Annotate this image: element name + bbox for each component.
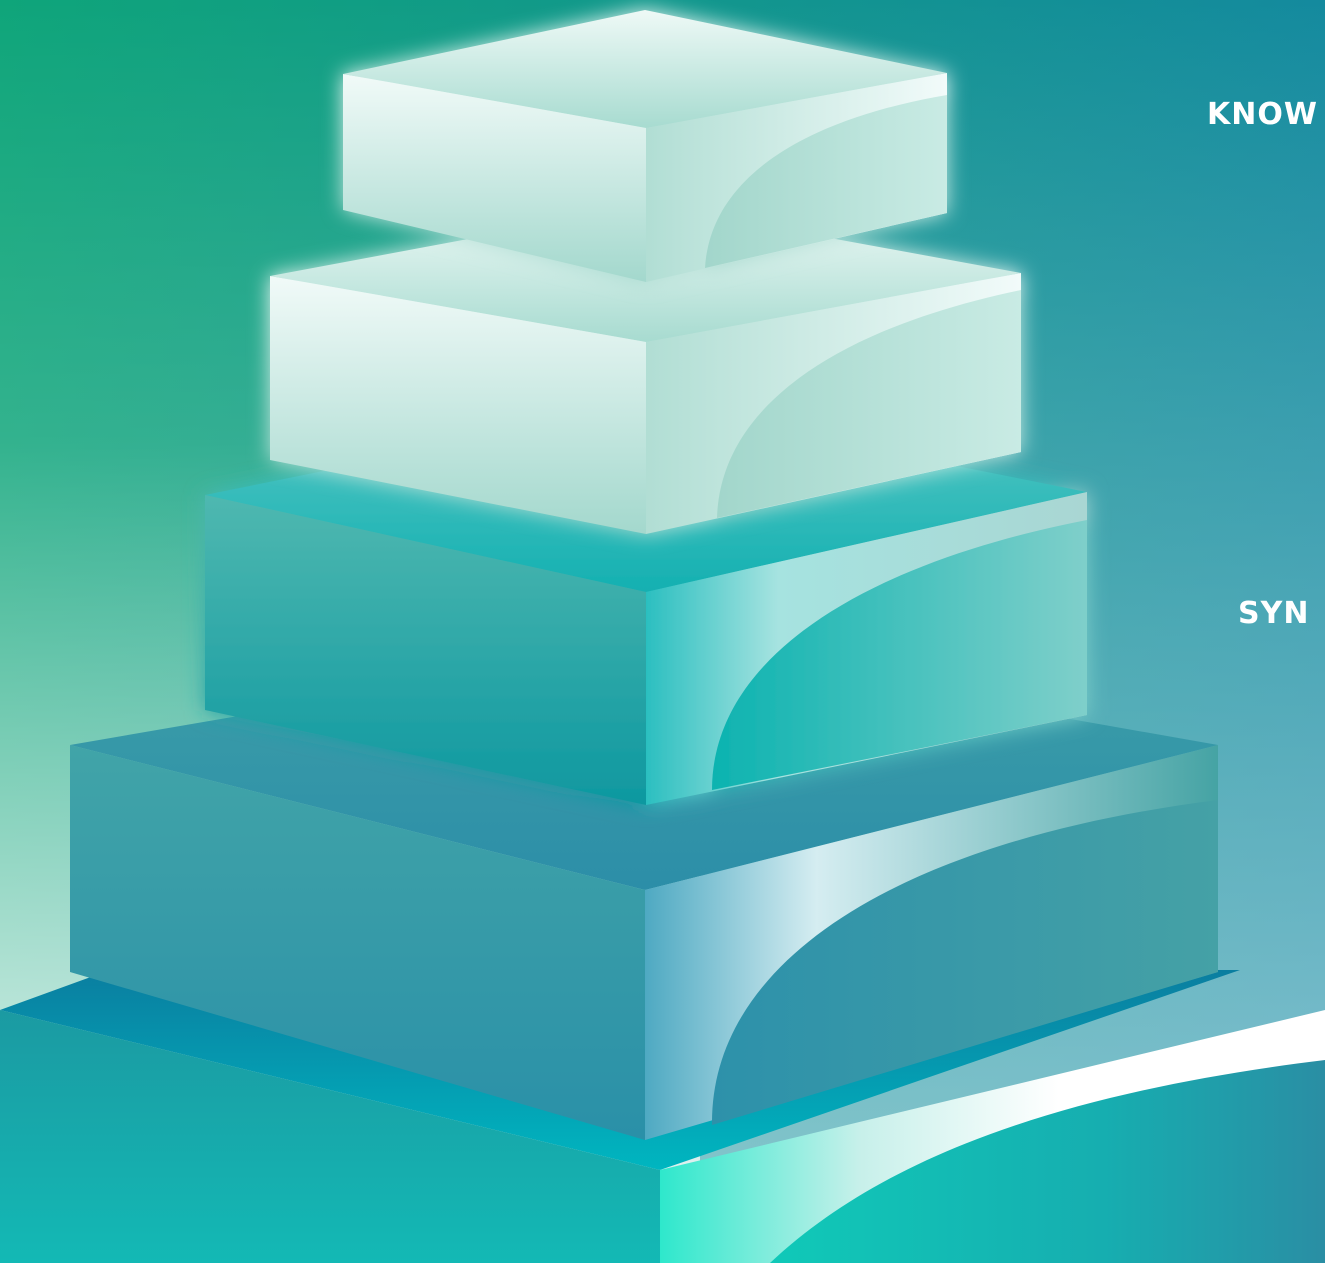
tier-5-swoosh bbox=[770, 1060, 1325, 1263]
tier-3-swoosh bbox=[712, 520, 1087, 790]
tier-1-left-face bbox=[343, 74, 646, 282]
tier-5-left-face bbox=[0, 1010, 660, 1263]
tier-2-left-face bbox=[270, 276, 646, 534]
tier-3-left-face bbox=[205, 495, 646, 805]
tier-4-left-face bbox=[70, 745, 645, 1140]
pyramid-tier-2 bbox=[270, 205, 1021, 534]
tier-1-swoosh bbox=[705, 95, 947, 268]
tier-1-label: KNOW bbox=[1207, 97, 1318, 132]
tier-1-top-face bbox=[343, 10, 947, 128]
tier-2-swoosh bbox=[717, 290, 1021, 518]
tier-3-label: SYN bbox=[1238, 596, 1310, 631]
tier-4-swoosh bbox=[711, 800, 1218, 1125]
pyramid-tier-1 bbox=[343, 10, 947, 282]
